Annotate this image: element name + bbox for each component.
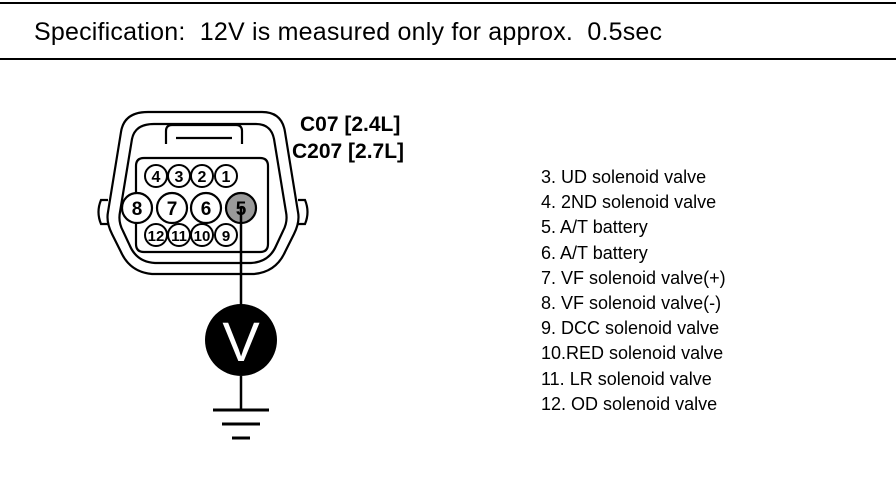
voltmeter-symbol: V <box>222 310 260 373</box>
pin-3: 3 <box>167 164 191 188</box>
pin-label: 8 <box>132 199 143 220</box>
specification-text: Specification: 12V is measured only for … <box>34 18 663 46</box>
pin-label: 2 <box>198 169 207 186</box>
pin-label: 6 <box>201 199 212 220</box>
pin-label: 11 <box>171 228 187 245</box>
pin-label: 9 <box>222 228 230 245</box>
pin-1: 1 <box>214 164 238 188</box>
connector-housing <box>97 110 309 276</box>
pin-description-item: 10.RED solenoid valve <box>541 343 724 364</box>
pin-description-item: 7. VF solenoid valve(+) <box>541 267 726 288</box>
pin-description-list: 3. UD solenoid valve 4. 2ND solenoid val… <box>541 165 726 417</box>
pin-description-item: 8. VF solenoid valve(-) <box>541 292 722 313</box>
pin-label: 7 <box>167 199 178 220</box>
pin-description-item: 12. OD solenoid valve <box>541 393 718 414</box>
pin-label: 12 <box>148 228 165 245</box>
pin-label: 3 <box>175 169 184 186</box>
pin-label: 1 <box>222 169 231 186</box>
voltmeter-icon: V <box>205 304 277 376</box>
pin-7: 7 <box>155 191 189 225</box>
pin-label: 4 <box>152 169 161 186</box>
pin-8: 8 <box>120 191 154 225</box>
pin-row-middle: 8 7 6 5 <box>120 191 258 225</box>
pin-description-item: 4. 2ND solenoid valve <box>541 192 717 213</box>
pin-description-item: 9. DCC solenoid valve <box>541 318 720 339</box>
pin-4: 4 <box>144 164 168 188</box>
pin-9: 9 <box>214 223 238 247</box>
pin-description-item: 5. A/T battery <box>541 217 648 238</box>
pin-12: 12 <box>144 223 168 247</box>
pin-description-item: 3. UD solenoid valve <box>541 167 707 187</box>
spec-rule <box>0 58 896 60</box>
pin-6: 6 <box>189 191 223 225</box>
connector-label-c07: C07 [2.4L] <box>300 113 401 136</box>
pin-description-item: 11. LR solenoid valve <box>541 368 712 389</box>
pin-11: 11 <box>167 223 191 247</box>
pin-description-item: 6. A/T battery <box>541 242 648 263</box>
pin-10: 10 <box>190 223 214 247</box>
ground-icon <box>213 408 269 440</box>
top-rule <box>0 2 896 4</box>
connector-label-c207: C207 [2.7L] <box>292 140 405 163</box>
pin-label: 10 <box>194 228 211 245</box>
pin-row-bottom: 12 11 10 9 <box>144 223 238 247</box>
pin-2: 2 <box>190 164 214 188</box>
pin-row-top: 4 3 2 1 <box>144 164 238 188</box>
